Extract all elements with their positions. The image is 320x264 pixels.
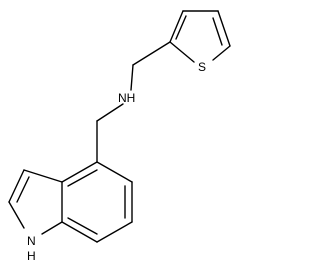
bond-c3-c2 (8, 169, 25, 203)
bond-ch2-nh (130, 64, 134, 91)
bond-thiophene-c2-c3-double (175, 15, 187, 40)
bond-c7-c7a (61, 221, 98, 243)
bond-c3a-c4 (61, 161, 98, 183)
molecule-drawing: S NH N H (8, 10, 231, 263)
pyrrole-ring (8, 169, 63, 235)
bond-nh-ch2 (96, 103, 124, 122)
benzene-ring (61, 161, 133, 243)
structure-diagram: S NH N H (8, 10, 231, 263)
bond-c3-c2-double (16, 176, 30, 203)
indole-hydrogen-label: H (27, 249, 36, 263)
bond-thiophene-c4-c5-double (212, 17, 223, 46)
bond-c7-c7a-double (67, 217, 98, 235)
bond-thiophene-s-c2 (169, 41, 195, 63)
bond-thiophene-c5-s (212, 45, 231, 61)
bond-c3a-c3 (23, 169, 63, 183)
amine-nitrogen-label: NH (118, 91, 135, 105)
bond-thiophene-c4-c5 (217, 10, 231, 47)
bond-c3a-c4-double (67, 169, 98, 187)
bond-c2-n1 (8, 201, 25, 229)
bond-c6-c7 (96, 221, 133, 243)
bond-n1-c7a (41, 221, 63, 235)
sulfur-atom-label: S (198, 60, 206, 74)
bond-c4-c5 (96, 161, 133, 183)
indole-nitrogen-label: N (27, 234, 36, 248)
bond-thiophene-c2-c3 (169, 10, 184, 43)
linker-chain (96, 41, 171, 163)
thiophene-ring (169, 10, 231, 63)
bond-c2-ch2 (132, 41, 171, 66)
